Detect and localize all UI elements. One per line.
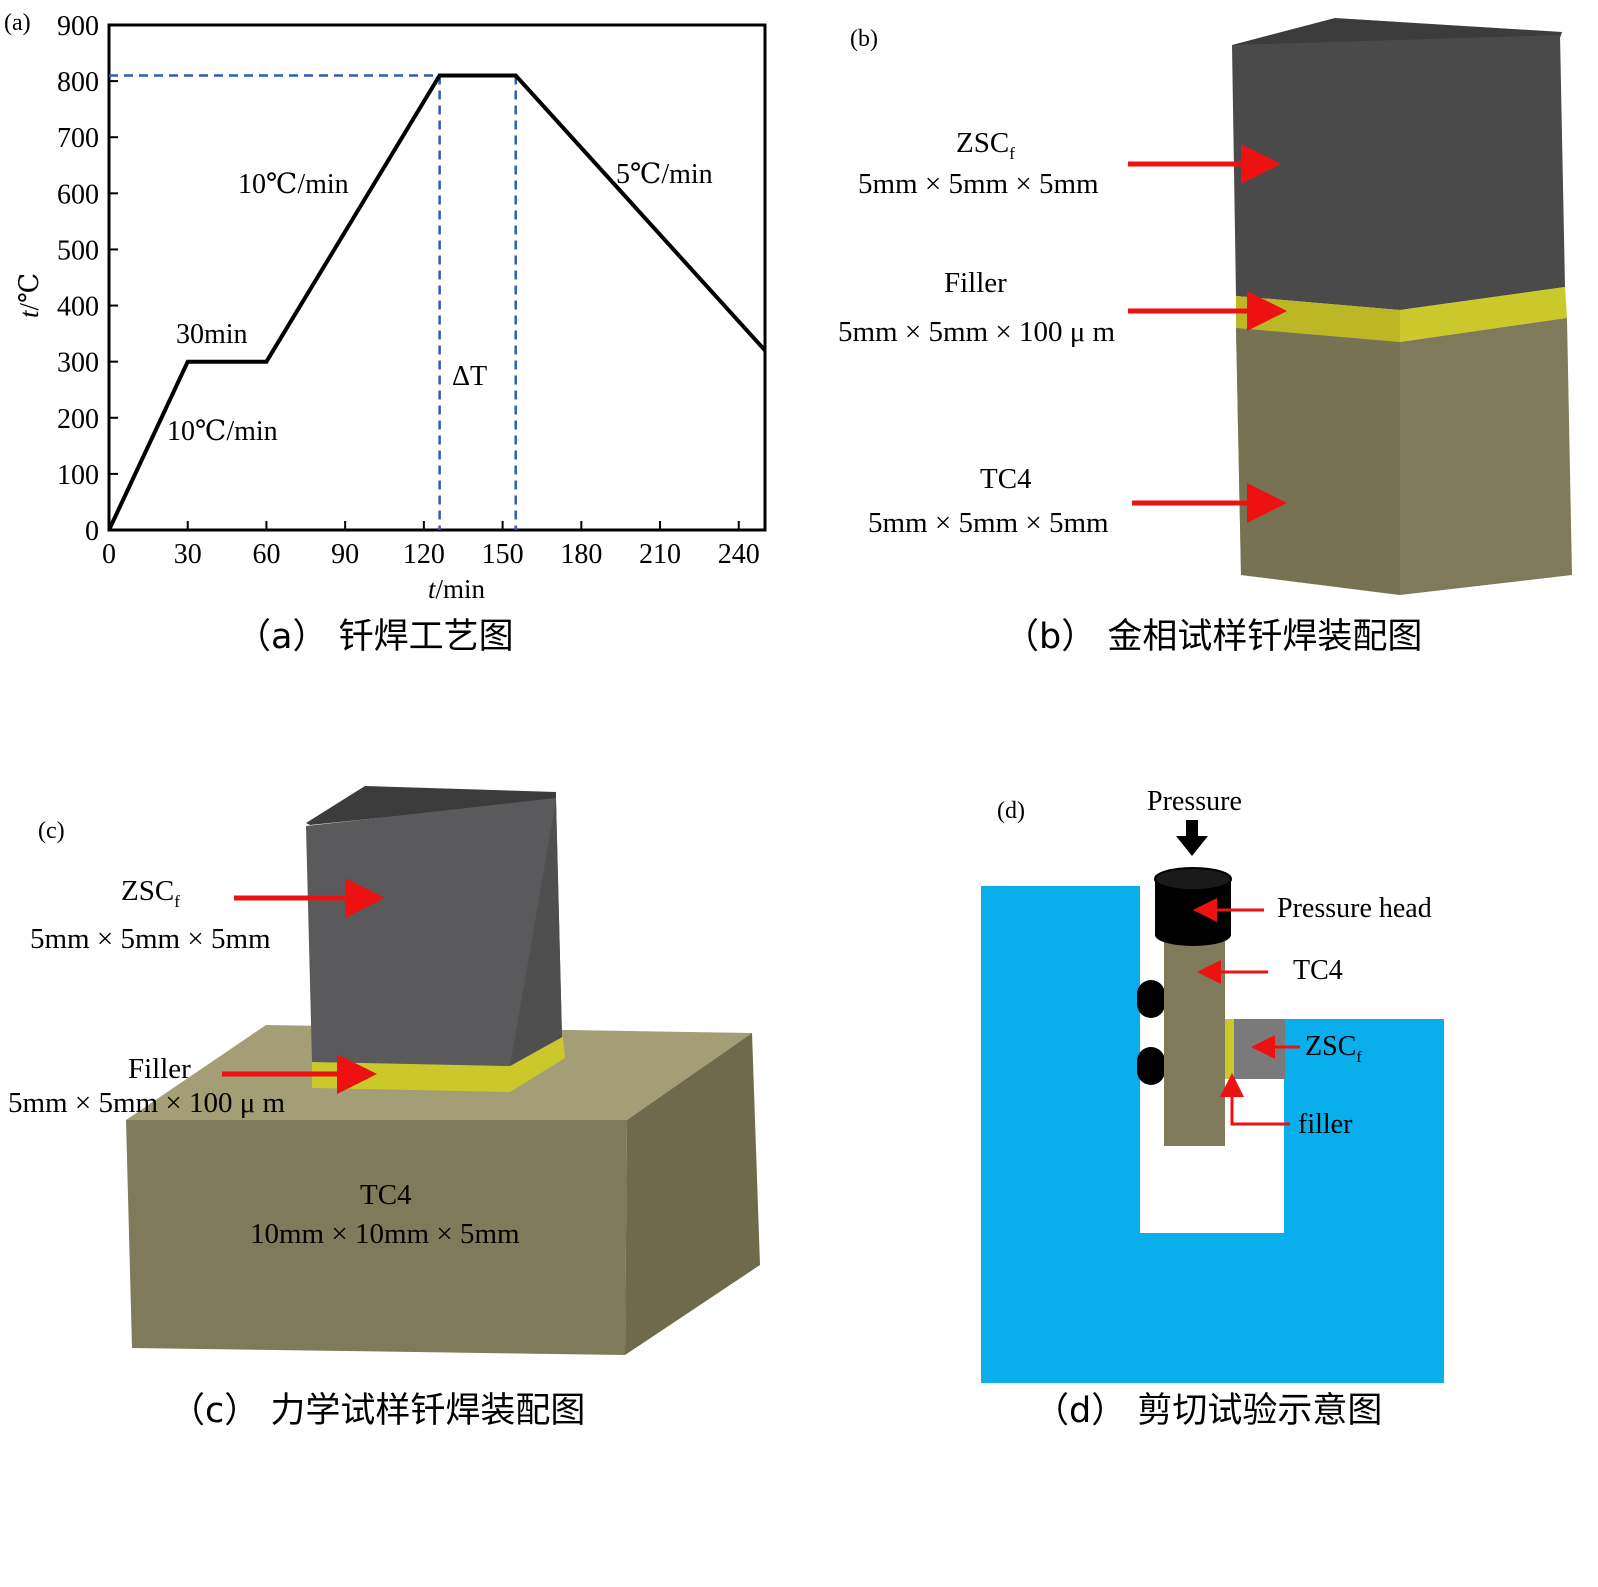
ramp-rate-annotation-2: 10℃/min xyxy=(238,169,349,200)
caption-a: （a） 钎焊工艺图 xyxy=(236,617,514,657)
zsc-block xyxy=(306,798,562,1066)
filler-dimensions: 5mm × 5mm × 100 μ m xyxy=(8,1087,285,1119)
caption-d: （d） 剪切试验示意图 xyxy=(1034,1391,1382,1431)
tc4-label: TC4 xyxy=(360,1179,412,1211)
shear-fixture xyxy=(981,886,1444,1383)
y-tick-label: 900 xyxy=(57,11,99,42)
panel-c: (c) ZSCf 5mm × 5mm × 5mm Filler 5mm × 5m… xyxy=(8,786,760,1431)
filler-dimensions: 5mm × 5mm × 100 μ m xyxy=(838,316,1115,348)
pressure-head-label: Pressure head xyxy=(1277,893,1432,924)
panel-d: (d) Pressure Pressure head TC4 ZSCf fill… xyxy=(981,786,1444,1431)
filler-label: filler xyxy=(1298,1109,1353,1140)
zsc-label: ZSCf xyxy=(956,127,1015,163)
clamp-upper xyxy=(1137,980,1165,1018)
temperature-profile-line xyxy=(107,73,767,531)
pressure-arrow-shaft xyxy=(1186,820,1198,838)
tc4-rod xyxy=(1164,934,1225,1146)
pressure-arrow-head xyxy=(1176,836,1208,856)
zsc-dimensions: 5mm × 5mm × 5mm xyxy=(858,168,1099,200)
y-tick-label: 600 xyxy=(57,179,99,210)
panel-b-tag: (b) xyxy=(850,26,878,52)
clamp-lower xyxy=(1137,1047,1165,1085)
y-tick-label: 100 xyxy=(57,460,99,491)
tc4-base-front xyxy=(126,1120,627,1355)
x-tick-label: 240 xyxy=(718,539,760,570)
x-tick-label: 0 xyxy=(102,539,116,570)
delta-t-annotation: ΔT xyxy=(452,361,487,392)
y-axis-ticks: 0 100 200 300 400 500 600 700 800 900 xyxy=(57,11,118,547)
zsc-dimensions: 5mm × 5mm × 5mm xyxy=(30,923,271,955)
y-tick-label: 500 xyxy=(57,235,99,266)
panel-c-tag: (c) xyxy=(38,818,65,844)
panel-a: (a) 0 100 200 300 400 500 600 700 800 900 0 30 60 90… xyxy=(4,10,767,657)
filler-label: Filler xyxy=(128,1053,191,1085)
plot-frame xyxy=(107,23,767,532)
ramp-rate-annotation-1: 10℃/min xyxy=(167,416,278,447)
zsc-block xyxy=(1232,35,1565,310)
y-tick-label: 300 xyxy=(57,348,99,379)
x-tick-label: 60 xyxy=(252,539,280,570)
x-tick-label: 150 xyxy=(482,539,524,570)
caption-b: （b） 金相试样钎焊装配图 xyxy=(1004,617,1422,657)
x-axis-label: t/min xyxy=(428,574,486,604)
hold-time-annotation: 30min xyxy=(176,319,248,350)
zsc-label: ZSCf xyxy=(121,875,180,911)
y-tick-label: 800 xyxy=(57,67,99,98)
panel-a-tag: (a) xyxy=(4,10,31,36)
filler-arrow xyxy=(1220,1073,1290,1126)
x-tick-label: 90 xyxy=(331,539,359,570)
y-axis-label: t/℃ xyxy=(14,273,44,318)
caption-c: （c） 力学试样钎焊装配图 xyxy=(170,1391,585,1431)
zsc-label: ZSCf xyxy=(1305,1031,1362,1066)
y-tick-label: 200 xyxy=(57,404,99,435)
tc4-base-side xyxy=(625,1033,760,1355)
x-axis-ticks: 0 30 60 90 120 150 180 210 240 xyxy=(102,521,760,570)
tc4-dimensions: 10mm × 10mm × 5mm xyxy=(250,1218,520,1250)
x-tick-label: 30 xyxy=(174,539,202,570)
y-tick-label: 0 xyxy=(85,516,99,547)
y-tick-label: 700 xyxy=(57,123,99,154)
x-tick-label: 210 xyxy=(639,539,681,570)
cooling-rate-annotation: 5℃/min xyxy=(616,159,713,190)
zsc-block-top xyxy=(1232,18,1562,48)
zsc-block-top xyxy=(306,786,556,825)
x-tick-label: 120 xyxy=(403,539,445,570)
x-tick-label: 180 xyxy=(560,539,602,570)
tc4-dimensions: 5mm × 5mm × 5mm xyxy=(868,507,1109,539)
panel-b: (b) ZSCf 5mm × 5mm × 5mm Filler 5mm × 5m… xyxy=(838,18,1572,657)
tc4-label: TC4 xyxy=(980,463,1032,495)
filler-label: Filler xyxy=(944,267,1007,299)
pressure-label: Pressure xyxy=(1147,786,1242,817)
zsc-sample xyxy=(1234,1019,1285,1079)
panel-d-tag: (d) xyxy=(997,798,1025,824)
tc4-label: TC4 xyxy=(1293,955,1343,986)
y-tick-label: 400 xyxy=(57,292,99,323)
filler-strip xyxy=(1225,1019,1234,1079)
reference-lines xyxy=(109,74,517,530)
